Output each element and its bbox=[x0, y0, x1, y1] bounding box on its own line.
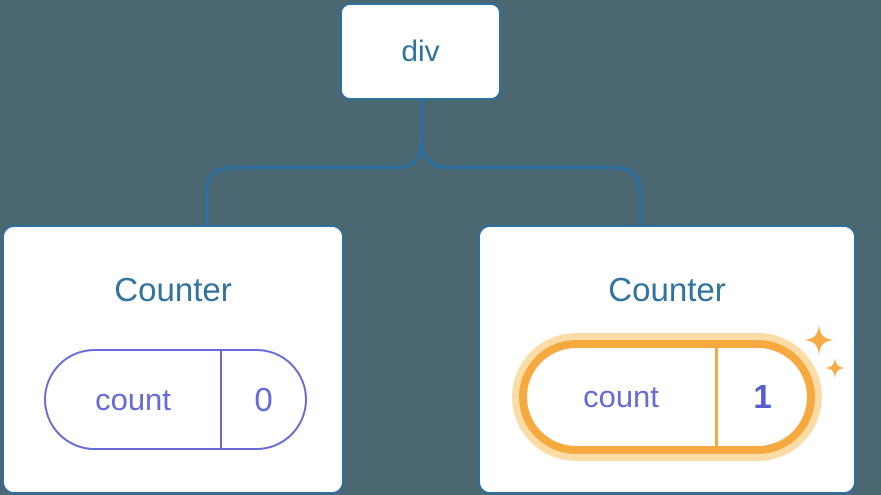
state-pill-name-cell: count bbox=[527, 348, 715, 446]
sparkle-large bbox=[804, 325, 834, 355]
tree-node-div: div bbox=[340, 3, 501, 100]
sparkle-small bbox=[825, 358, 845, 378]
state-pill-count-0: count 0 bbox=[44, 349, 307, 450]
state-value-label: 0 bbox=[254, 380, 273, 418]
state-name-label: count bbox=[583, 379, 659, 414]
state-pill-name-cell: count bbox=[46, 351, 220, 448]
state-pill-value-cell: 0 bbox=[220, 351, 305, 448]
connector-branch-right bbox=[419, 141, 642, 227]
state-pill-value-cell: 1 bbox=[715, 348, 807, 446]
counter-card-left-title: Counter bbox=[114, 271, 232, 308]
counter-card-right-title: Counter bbox=[608, 271, 726, 308]
state-name-label: count bbox=[95, 381, 171, 417]
tree-node-div-label: div bbox=[401, 34, 440, 68]
state-pill-count-1-highlighted: count 1 bbox=[519, 340, 815, 454]
counter-card-left: Counter count 0 bbox=[2, 225, 344, 494]
state-value-label: 1 bbox=[753, 378, 772, 415]
counter-card-right: Counter count 1 bbox=[478, 225, 856, 494]
connector-branch-left bbox=[204, 141, 424, 227]
